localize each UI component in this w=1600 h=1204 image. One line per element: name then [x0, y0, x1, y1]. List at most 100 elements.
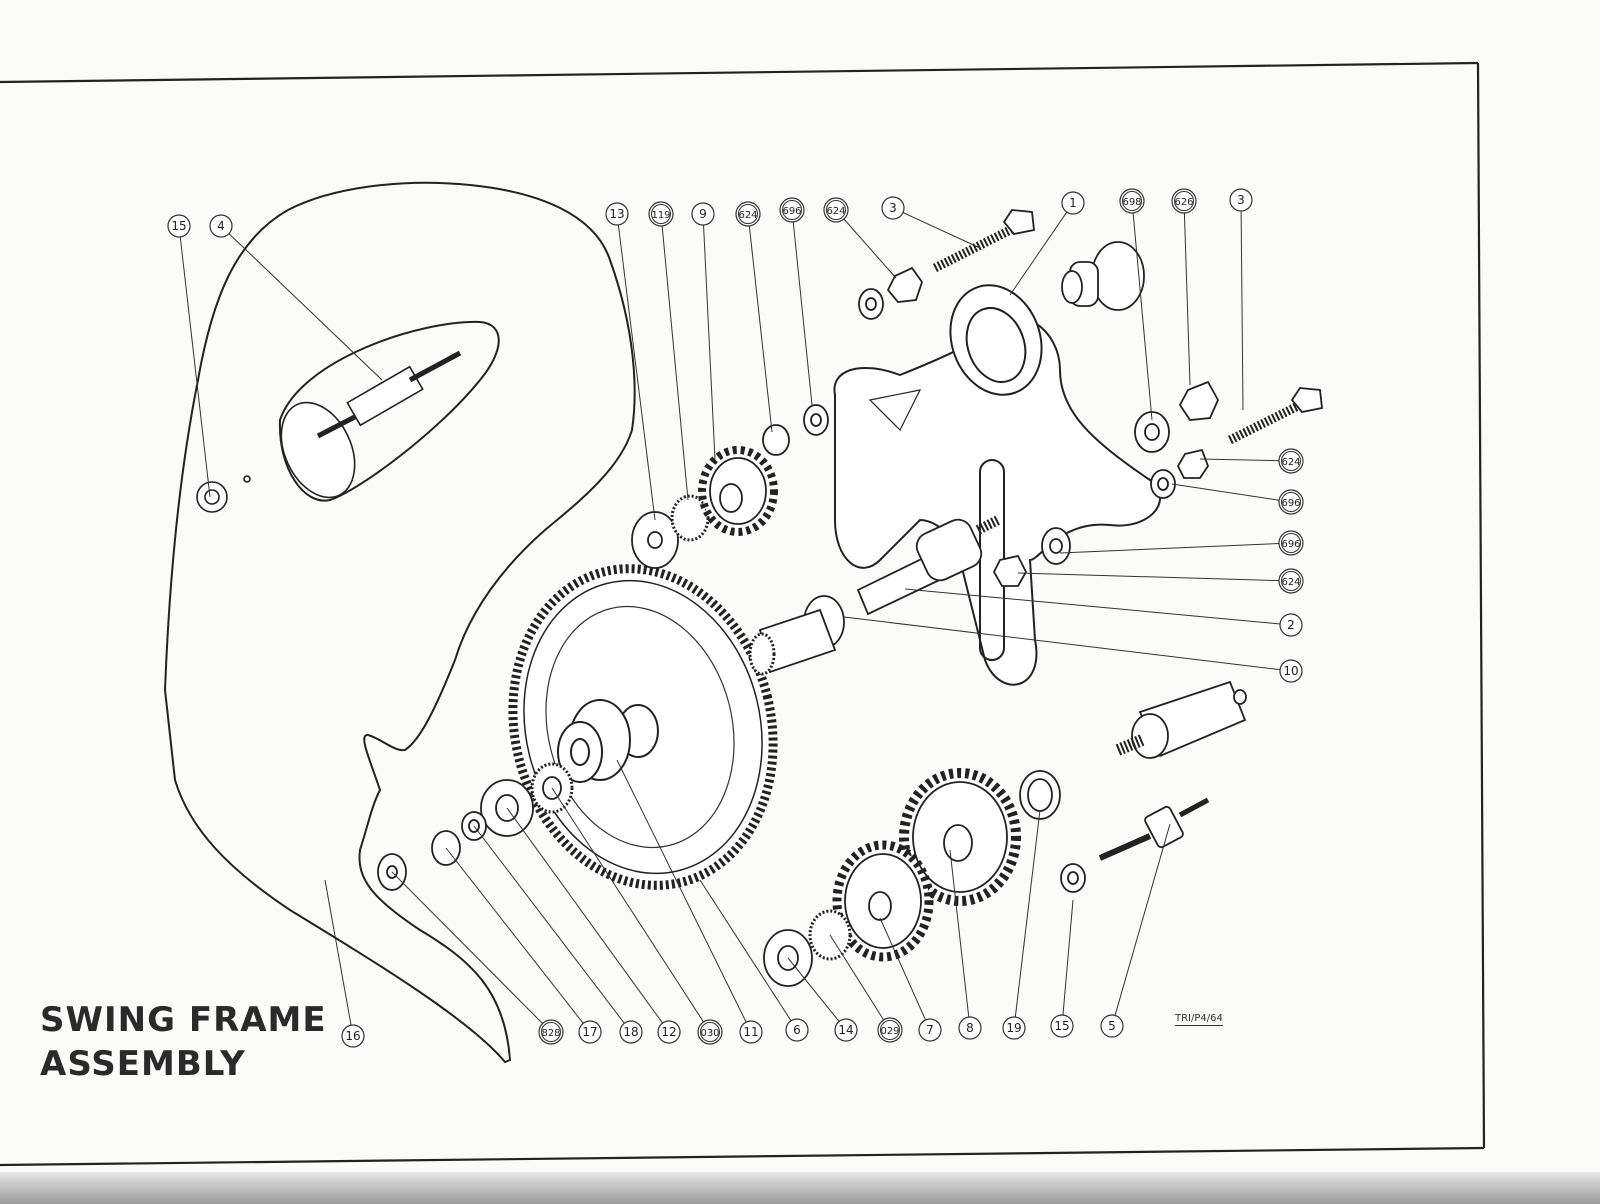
spindle-5-and-cap-nut: [1060, 797, 1210, 893]
callout-624: 624: [735, 201, 761, 227]
frame-border: [0, 61, 1486, 1167]
callout-label: 696: [1281, 498, 1300, 509]
leader-line: [617, 224, 656, 521]
callout-label: 119: [651, 210, 670, 221]
studs-and-nuts: [858, 209, 1323, 587]
callout-label: 6: [793, 1023, 801, 1037]
callout-label: 17: [582, 1025, 597, 1039]
callout-label: 3: [889, 201, 897, 215]
leader-line: [699, 879, 792, 1022]
callout-label: 624: [1281, 577, 1300, 588]
leader-line: [1062, 899, 1074, 1016]
gears-7-8: [763, 768, 1061, 987]
leader-line: [829, 934, 885, 1021]
callout-label: 16: [345, 1029, 360, 1043]
callout-13: 13: [605, 202, 629, 226]
leader-line: [1114, 823, 1171, 1016]
callout-label: 1: [1069, 196, 1077, 210]
leader-line: [391, 871, 543, 1024]
callout-626: 626: [1171, 188, 1197, 214]
leader-line: [902, 212, 981, 249]
callout-label: 13: [609, 207, 624, 221]
large-gear-6: [508, 564, 778, 890]
callout-label: 15: [171, 219, 186, 233]
callout-624: 624: [823, 197, 849, 223]
callout-label: 15: [1054, 1019, 1069, 1033]
leader-line: [748, 225, 773, 433]
callout-label: 10: [1283, 664, 1298, 678]
callout-label: 624: [1281, 457, 1300, 468]
callout-2: 2: [1279, 613, 1303, 637]
callout-label: 19: [1006, 1021, 1021, 1035]
callout-624: 624: [1278, 568, 1304, 594]
lower-shaft: [1115, 680, 1247, 759]
diagram-title-line1: SWING FRAME: [40, 1000, 327, 1040]
callout-3: 3: [881, 196, 905, 220]
leader-line: [1017, 572, 1280, 582]
leader-line: [228, 233, 383, 381]
leader-line: [703, 224, 716, 461]
swing-frame-plate: [163, 181, 636, 1064]
leader-line: [1009, 211, 1068, 296]
leader-line: [179, 236, 211, 498]
callout-label: 12: [661, 1025, 676, 1039]
callout-3: 3: [1229, 188, 1253, 212]
callout-label: 9: [699, 207, 707, 221]
callout-label: 2: [1287, 618, 1295, 632]
callout-label: 696: [782, 206, 801, 217]
leader-line: [473, 825, 625, 1024]
callout-6: 6: [785, 1018, 809, 1042]
callout-17: 17: [578, 1020, 602, 1044]
callout-label: 828: [541, 1028, 560, 1039]
callout-label: 8: [966, 1021, 974, 1035]
leader-line: [843, 616, 1281, 671]
leader-line: [1240, 210, 1244, 411]
splined-hub: [1061, 241, 1145, 311]
callout-029: 029: [877, 1017, 903, 1043]
leader-line: [616, 759, 747, 1023]
leader-line: [792, 221, 813, 406]
swing-arm-1: [833, 284, 1161, 686]
callout-label: 029: [880, 1026, 899, 1037]
leader-line: [787, 957, 840, 1022]
callout-label: 5: [1108, 1019, 1116, 1033]
callout-119: 119: [648, 201, 674, 227]
callout-label: 624: [826, 206, 845, 217]
spindle-4: [278, 320, 500, 502]
callout-label: 11: [743, 1025, 758, 1039]
callout-696: 696: [1278, 489, 1304, 515]
callout-label: 18: [623, 1025, 638, 1039]
callout-10: 10: [1279, 659, 1303, 683]
callout-18: 18: [619, 1020, 643, 1044]
callout-label: 626: [1174, 197, 1193, 208]
callout-14: 14: [834, 1018, 858, 1042]
callout-828: 828: [538, 1019, 564, 1045]
callout-19: 19: [1002, 1016, 1026, 1040]
leader-lines: [179, 210, 1281, 1026]
callout-label: 3: [1237, 193, 1245, 207]
callout-15: 15: [167, 214, 191, 238]
leader-line: [445, 847, 584, 1024]
diagram-title-line2: ASSEMBLY: [40, 1044, 246, 1084]
callout-12: 12: [657, 1020, 681, 1044]
scan-edge-shadow: [0, 1172, 1600, 1204]
leader-line: [1132, 212, 1153, 421]
callout-15: 15: [1050, 1014, 1074, 1038]
leader-line: [949, 849, 970, 1018]
callout-7: 7: [918, 1018, 942, 1042]
callout-5: 5: [1100, 1014, 1124, 1038]
leader-line: [1014, 809, 1041, 1018]
callout-label: 698: [1122, 197, 1141, 208]
shaft-2-and-spindle-10: [748, 515, 1001, 676]
reference-code: TRI/P4/64: [1175, 1013, 1223, 1026]
leader-line: [551, 787, 704, 1023]
callout-1: 1: [1061, 191, 1085, 215]
callout-label: 696: [1281, 539, 1300, 550]
callout-698: 698: [1119, 188, 1145, 214]
leader-line: [324, 879, 352, 1026]
leader-line: [1183, 212, 1191, 386]
callout-label: 030: [700, 1028, 719, 1039]
upper-gear-set: [631, 404, 829, 569]
